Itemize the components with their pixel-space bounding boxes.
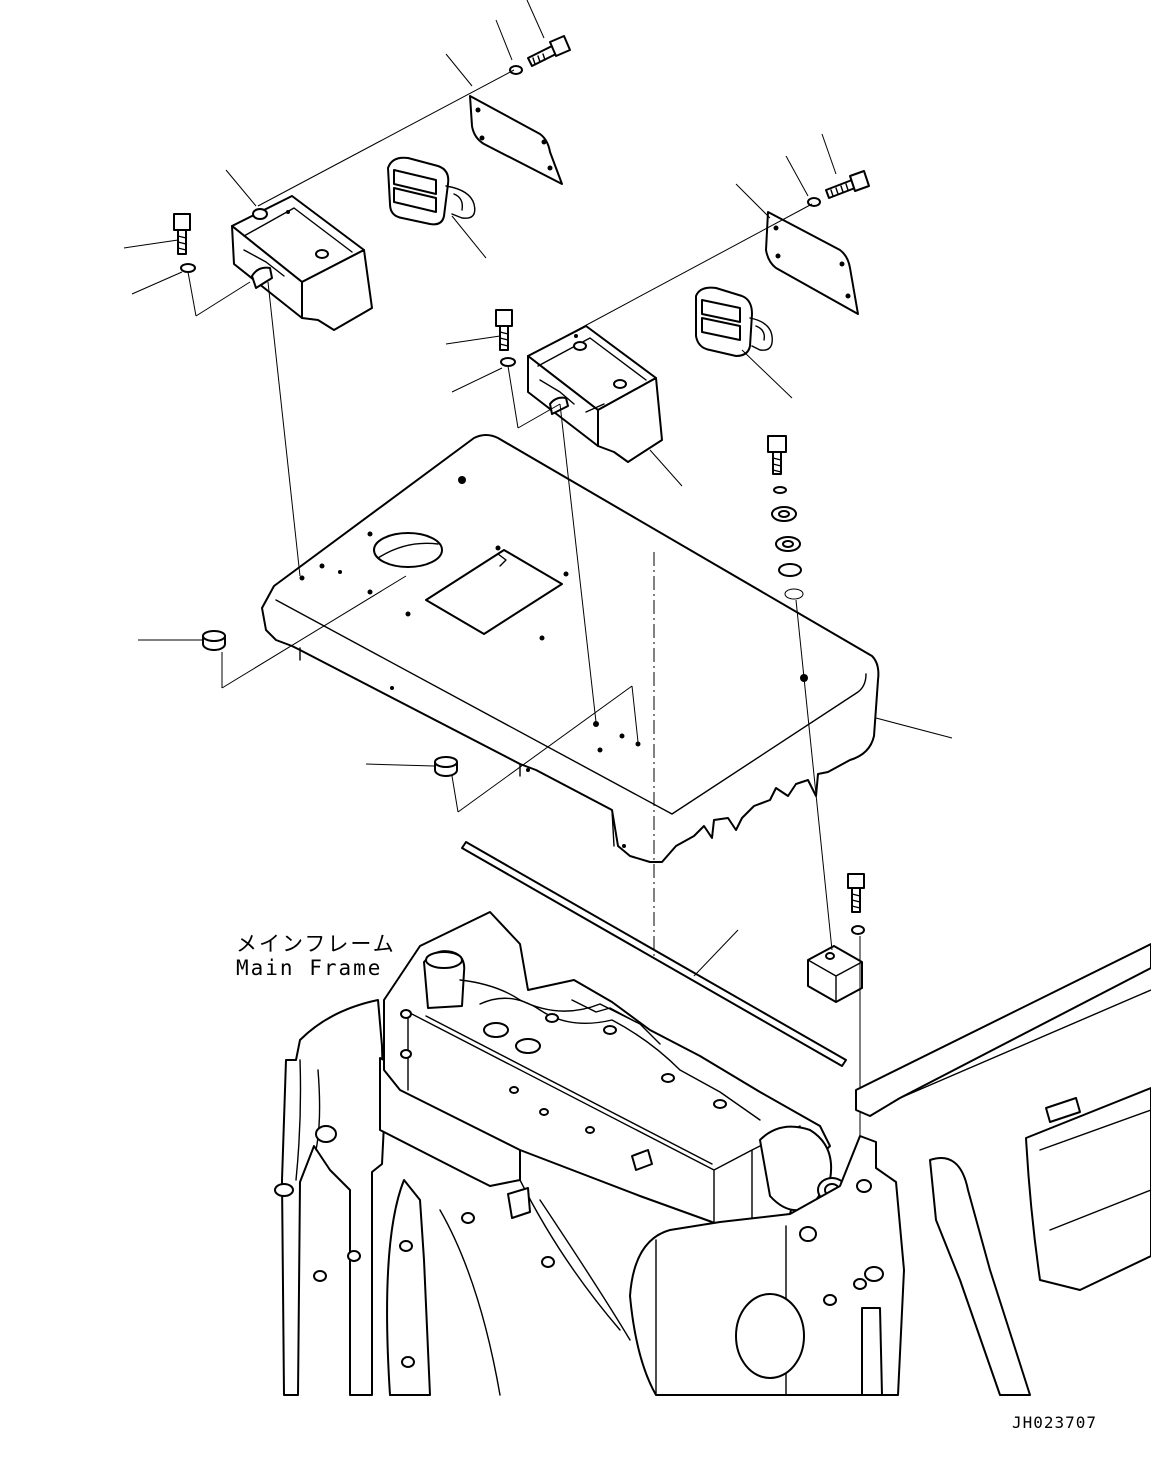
drawing-number: JH023707 xyxy=(1012,1413,1098,1432)
bolt-stack-right xyxy=(767,435,804,600)
rubber-grommet-left xyxy=(202,630,226,651)
lamp-bracket-right xyxy=(527,325,663,463)
mount-bracket-small xyxy=(807,945,863,1003)
lamp-bracket-left xyxy=(231,195,373,331)
bolt-lower-right xyxy=(847,873,865,935)
bolt-left-top xyxy=(527,35,571,67)
plate-right xyxy=(765,211,859,315)
bolt-left-bracket xyxy=(173,213,191,255)
plate-left xyxy=(469,95,563,185)
main-frame-label-ja: メインフレーム xyxy=(236,932,396,956)
work-lamp-right xyxy=(695,286,773,357)
washer-mid-bracket xyxy=(500,357,516,367)
main-frame-label-en: Main Frame xyxy=(236,956,383,980)
bolt-right-top xyxy=(825,170,870,199)
work-lamp-left xyxy=(387,156,476,226)
main-frame-assembly xyxy=(274,911,1151,1396)
bolt-mid-bracket xyxy=(495,309,513,351)
washer-left-top xyxy=(509,65,523,75)
engine-hood-cover xyxy=(261,434,880,863)
rubber-grommet-center xyxy=(434,756,458,777)
assembly-guide-lines xyxy=(187,69,861,1136)
leader-lines xyxy=(123,0,953,977)
washer-left-bracket xyxy=(180,263,196,273)
